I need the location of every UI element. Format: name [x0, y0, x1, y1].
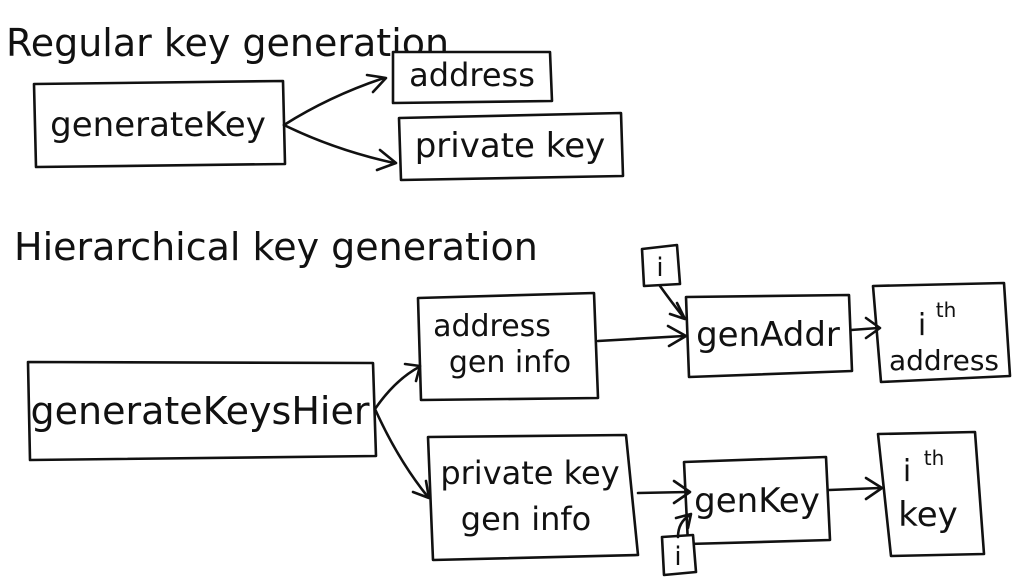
arrow-generatekey-to-private-key	[282, 123, 398, 172]
private-key-gen-info-line2: gen info	[461, 500, 591, 538]
address-gen-info-line1: address	[433, 309, 551, 344]
address-box	[391, 50, 554, 105]
private-key-gen-info-line1: private key	[440, 454, 619, 492]
ith-key-index: i	[903, 454, 911, 489]
ith-key-label: key	[898, 495, 958, 535]
arrow-index-i-to-genkey	[674, 512, 693, 539]
address-gen-info-line2: gen info	[449, 345, 571, 380]
genkey-label: genKey	[694, 481, 820, 521]
arrow-private-info-to-genkey	[636, 479, 692, 505]
generatekeyshier-box	[26, 360, 378, 462]
address-label: address	[409, 56, 535, 94]
ith-key-box	[876, 430, 986, 558]
genkey-node: genKey	[682, 455, 832, 546]
ith-address-box	[871, 281, 1012, 384]
arrow-hier-to-private-key-gen-info	[373, 407, 431, 500]
generatekeyshier-node: generateKeysHier	[26, 360, 378, 462]
genaddr-node: genAddr	[684, 293, 854, 379]
arrow-generatekey-to-address	[282, 73, 388, 127]
index-i-addr-box	[640, 243, 682, 288]
regular-section-title: Regular key generation	[6, 21, 449, 65]
private-key-box	[397, 111, 625, 182]
private-key-node: private key	[397, 111, 625, 182]
generatekeyshier-label: generateKeysHier	[31, 389, 370, 433]
generatekey-box	[32, 79, 287, 169]
index-i-addr-label: i	[656, 253, 663, 283]
ith-key-node: i th key	[876, 430, 986, 558]
ith-address-index: i	[918, 308, 926, 343]
ith-address-label: address	[889, 344, 999, 377]
arrow-index-i-to-genaddr	[658, 284, 687, 321]
arrow-genaddr-to-ith-address	[849, 316, 882, 340]
private-key-gen-info-box	[426, 433, 640, 562]
generatekey-label: generateKey	[50, 105, 266, 145]
ith-address-node: i th address	[871, 281, 1012, 384]
genaddr-label: genAddr	[696, 315, 840, 355]
address-gen-info-node: address gen info	[416, 291, 600, 402]
private-key-label: private key	[415, 126, 606, 166]
hierarchical-section-title: Hierarchical key generation	[14, 225, 538, 269]
index-i-key-box	[660, 533, 698, 577]
arrow-address-info-to-genaddr	[596, 324, 688, 348]
ith-address-superscript: th	[936, 298, 957, 322]
index-i-key-node: i	[660, 533, 698, 577]
arrow-hier-to-address-gen-info	[373, 362, 422, 411]
generatekey-node: generateKey	[32, 79, 287, 169]
index-i-key-label: i	[674, 542, 681, 572]
private-key-gen-info-node: private key gen info	[426, 433, 640, 562]
index-i-addr-node: i	[640, 243, 682, 288]
arrow-genkey-to-ith-key	[827, 476, 884, 501]
ith-key-superscript: th	[924, 446, 945, 470]
genaddr-box	[684, 293, 854, 379]
address-node: address	[391, 50, 554, 105]
